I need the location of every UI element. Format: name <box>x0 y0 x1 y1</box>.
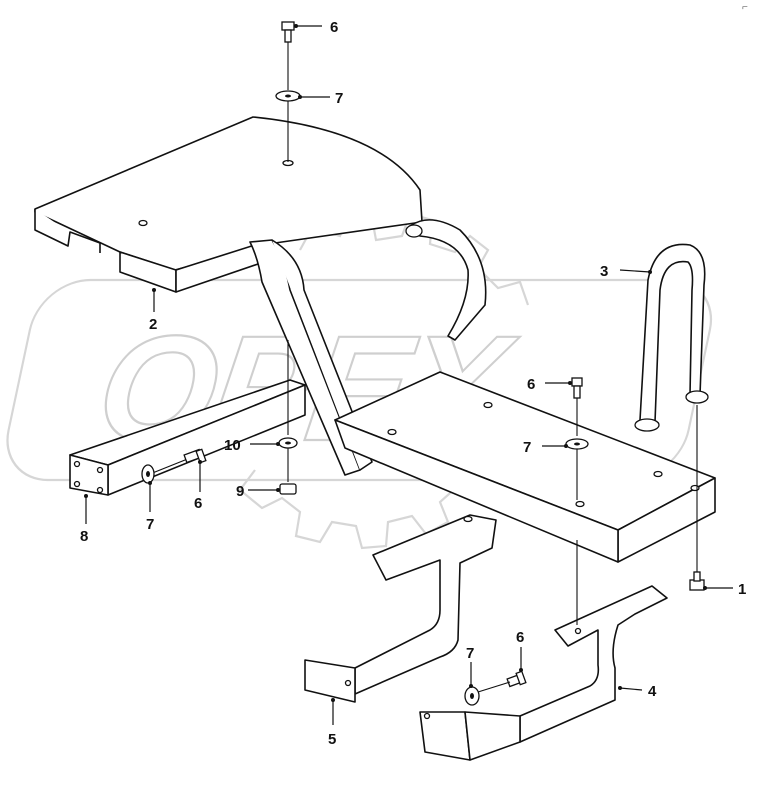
part-3-u-handle <box>634 243 709 432</box>
callout-5: 5 <box>328 731 336 748</box>
leader-lines <box>84 24 733 725</box>
callout-6-left: 6 <box>194 495 202 512</box>
callout-7-left: 7 <box>146 516 154 533</box>
callout-8: 8 <box>80 528 88 545</box>
callout-2: 2 <box>149 316 157 333</box>
callout-6-top: 6 <box>330 19 338 36</box>
bracket-leg <box>249 239 373 476</box>
bolt-1 <box>689 405 705 591</box>
callout-10: 10 <box>224 437 241 454</box>
bolt-mid <box>565 377 589 625</box>
bolt-top <box>275 21 301 162</box>
callout-7-bottom: 7 <box>466 645 474 662</box>
callout-3: 3 <box>600 263 608 280</box>
corner-mark: ⌐ <box>742 2 748 13</box>
bolt-bottom <box>464 670 527 706</box>
callout-4: 4 <box>648 683 657 700</box>
callout-7-top: 7 <box>335 90 343 107</box>
callout-labels: 6 7 2 3 6 7 1 10 9 8 7 6 5 4 7 6 <box>80 19 746 748</box>
callout-6-bottom: 6 <box>516 629 524 646</box>
callout-7-mid: 7 <box>523 439 531 456</box>
part-4-lower-bracket <box>419 585 668 761</box>
part-2-upper-bracket <box>34 116 423 293</box>
curved-tube <box>405 219 487 341</box>
part-8-angle-rail <box>69 379 306 496</box>
callout-9: 9 <box>236 483 244 500</box>
callout-6-mid: 6 <box>527 376 535 393</box>
main-frame-crossbar <box>334 371 716 563</box>
part-5-lower-bracket <box>304 514 497 703</box>
callout-1: 1 <box>738 581 746 598</box>
